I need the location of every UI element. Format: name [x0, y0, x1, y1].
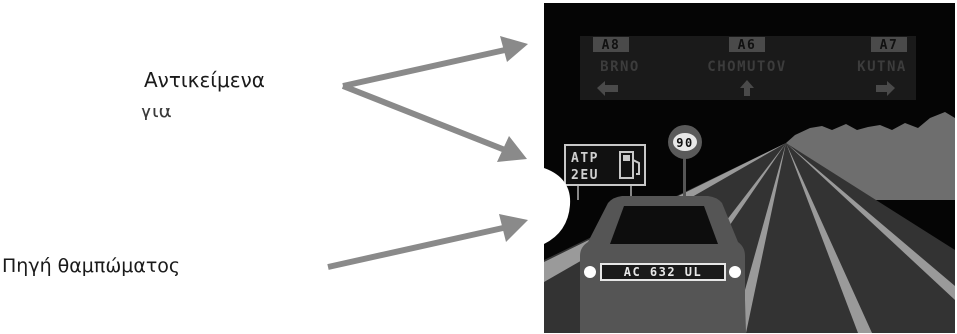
svg-text:A8: A8 [602, 38, 621, 53]
up-arrow-icon [740, 80, 754, 96]
destination-kutna: KUTNA [857, 59, 907, 75]
road-edge-right [786, 143, 955, 300]
pointer-arrows [327, 36, 528, 270]
arrow-to-glare-source [327, 214, 528, 270]
glare-source [544, 168, 571, 244]
route-label-a7: A7 [871, 37, 907, 53]
roadside-sign-post [577, 184, 579, 200]
roadside-sign-post-2 [630, 184, 632, 200]
destination-brno: BRNO [600, 59, 640, 75]
objects-label-continuation: για [140, 108, 172, 120]
roadside-service-sign: ATP 2EU [564, 144, 646, 200]
route-label-a6: A6 [729, 37, 765, 53]
car-right-light [729, 266, 741, 278]
overhead-sign: A8 A6 A7 BRNO CHOMUTOV KUTNA [580, 36, 916, 100]
car-left-light [584, 266, 596, 278]
glare-source-label: Πηγή θαμπώματος [2, 255, 181, 277]
roadside-sign-line1: ATP [571, 151, 599, 166]
right-arrow-icon [876, 81, 895, 96]
left-arrow-icon [597, 81, 618, 96]
roadside-sign-line2: 2EU [571, 168, 599, 183]
road-lane-line-2 [733, 143, 786, 333]
license-plate-text: AC 632 UL [624, 265, 703, 279]
speed-limit-value: 90 [676, 136, 693, 150]
svg-text:A7: A7 [880, 38, 899, 53]
objects-label: Αντικείμενα [144, 68, 265, 92]
car: AC 632 UL [580, 196, 746, 333]
route-label-a8: A8 [593, 37, 629, 53]
arrow-to-speed-sign [341, 83, 527, 162]
fuel-pump-icon [619, 151, 640, 179]
speed-sign-post [683, 158, 686, 198]
road-lane-line-3 [786, 143, 872, 333]
speed-limit-sign: 90 [668, 125, 702, 198]
destination-chomutov: CHOMUTOV [707, 59, 786, 75]
arrow-to-overhead-sign [342, 36, 528, 89]
svg-text:A6: A6 [738, 38, 757, 53]
car-rear-window [610, 206, 718, 244]
